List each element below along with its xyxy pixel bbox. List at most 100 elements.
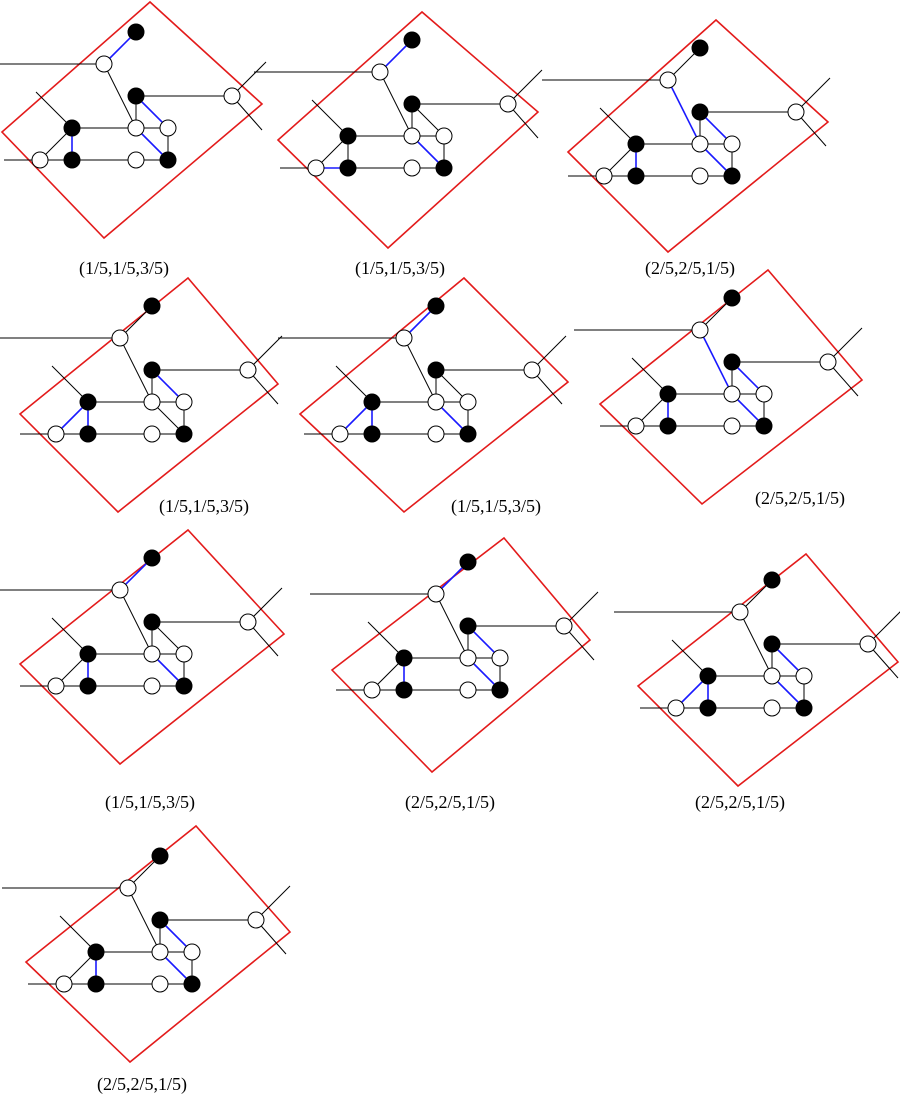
panel-caption: (2/5,2/5,1/5) xyxy=(97,1074,187,1095)
black-node xyxy=(723,353,741,371)
black-node xyxy=(175,677,193,695)
edge xyxy=(435,593,469,659)
panel-frame xyxy=(330,536,592,774)
diagram-panel-7: (1/5,1/5,3/5) xyxy=(0,528,286,813)
white-node xyxy=(395,329,413,347)
panel-caption: (1/5,1/5,3/5) xyxy=(105,792,195,813)
white-node xyxy=(239,613,257,631)
white-node xyxy=(127,119,145,137)
panel-caption: (2/5,2/5,1/5) xyxy=(755,488,845,509)
white-node xyxy=(143,677,161,695)
white-node xyxy=(859,635,877,653)
white-node xyxy=(691,135,709,153)
white-node xyxy=(331,425,349,443)
white-node xyxy=(119,879,137,897)
diagram-panel-6: (2/5,2/5,1/5) xyxy=(574,268,864,509)
black-node xyxy=(175,425,193,443)
panel-frame xyxy=(636,552,900,788)
black-node xyxy=(755,417,773,435)
panel-caption: (1/5,1/5,3/5) xyxy=(355,258,445,279)
black-node xyxy=(403,31,421,49)
white-node xyxy=(143,393,161,411)
black-node xyxy=(63,151,81,169)
white-node xyxy=(47,425,65,443)
white-node xyxy=(127,151,145,169)
white-node xyxy=(459,393,477,411)
white-node xyxy=(555,617,573,635)
black-node xyxy=(127,87,145,105)
black-node xyxy=(63,119,81,137)
black-node xyxy=(363,425,381,443)
black-node xyxy=(79,645,97,663)
diagram-panel-10: (2/5,2/5,1/5) xyxy=(2,824,292,1095)
black-node xyxy=(795,699,813,717)
black-node xyxy=(699,667,717,685)
black-node xyxy=(459,617,477,635)
white-node xyxy=(307,159,325,177)
black-node xyxy=(459,553,477,571)
black-node xyxy=(143,297,161,315)
black-node xyxy=(427,361,445,379)
black-node xyxy=(459,425,477,443)
black-node xyxy=(691,103,709,121)
highlighted-edge xyxy=(667,79,701,145)
black-node xyxy=(395,681,413,699)
panel-frame xyxy=(18,276,280,514)
white-node xyxy=(151,943,169,961)
black-node xyxy=(763,571,781,589)
edge xyxy=(127,887,161,953)
diagram-panel-1: (1/5,1/5,3/5) xyxy=(0,0,267,279)
white-node xyxy=(47,677,65,695)
white-node xyxy=(111,329,129,347)
black-node xyxy=(491,681,509,699)
diagram-panel-5: (1/5,1/5,3/5) xyxy=(278,276,570,517)
black-node xyxy=(691,39,709,57)
white-node xyxy=(247,911,265,929)
highlighted-edge xyxy=(699,329,733,395)
panel-frame xyxy=(566,18,830,254)
diagram-panel-2: (1/5,1/5,3/5) xyxy=(254,10,543,279)
white-node xyxy=(435,127,453,145)
black-node xyxy=(143,361,161,379)
panel-frame xyxy=(24,824,292,1064)
white-node xyxy=(427,585,445,603)
white-node xyxy=(95,55,113,73)
black-node xyxy=(143,613,161,631)
black-node xyxy=(627,167,645,185)
edge xyxy=(119,337,153,403)
black-node xyxy=(659,417,677,435)
black-node xyxy=(723,167,741,185)
white-node xyxy=(755,385,773,403)
white-node xyxy=(371,63,389,81)
panel-frame xyxy=(0,0,264,240)
black-node xyxy=(87,975,105,993)
black-node xyxy=(87,943,105,961)
white-node xyxy=(151,975,169,993)
white-node xyxy=(175,393,193,411)
white-node xyxy=(667,699,685,717)
white-node xyxy=(427,425,445,443)
black-node xyxy=(435,159,453,177)
white-node xyxy=(239,361,257,379)
panel-frame xyxy=(276,10,540,250)
white-node xyxy=(183,943,201,961)
black-node xyxy=(159,151,177,169)
diagram-panel-9: (2/5,2/5,1/5) xyxy=(614,552,900,813)
white-node xyxy=(691,321,709,339)
black-node xyxy=(339,127,357,145)
panel-frame xyxy=(18,528,286,766)
black-node xyxy=(79,425,97,443)
white-node xyxy=(819,353,837,371)
diagram-panel-8: (2/5,2/5,1/5) xyxy=(310,536,599,813)
black-node xyxy=(723,289,741,307)
diagram-panel-4: (1/5,1/5,3/5) xyxy=(0,276,283,517)
white-node xyxy=(403,127,421,145)
white-node xyxy=(763,699,781,717)
white-node xyxy=(763,667,781,685)
black-node xyxy=(363,393,381,411)
white-node xyxy=(459,649,477,667)
white-node xyxy=(403,159,421,177)
black-node xyxy=(151,911,169,929)
